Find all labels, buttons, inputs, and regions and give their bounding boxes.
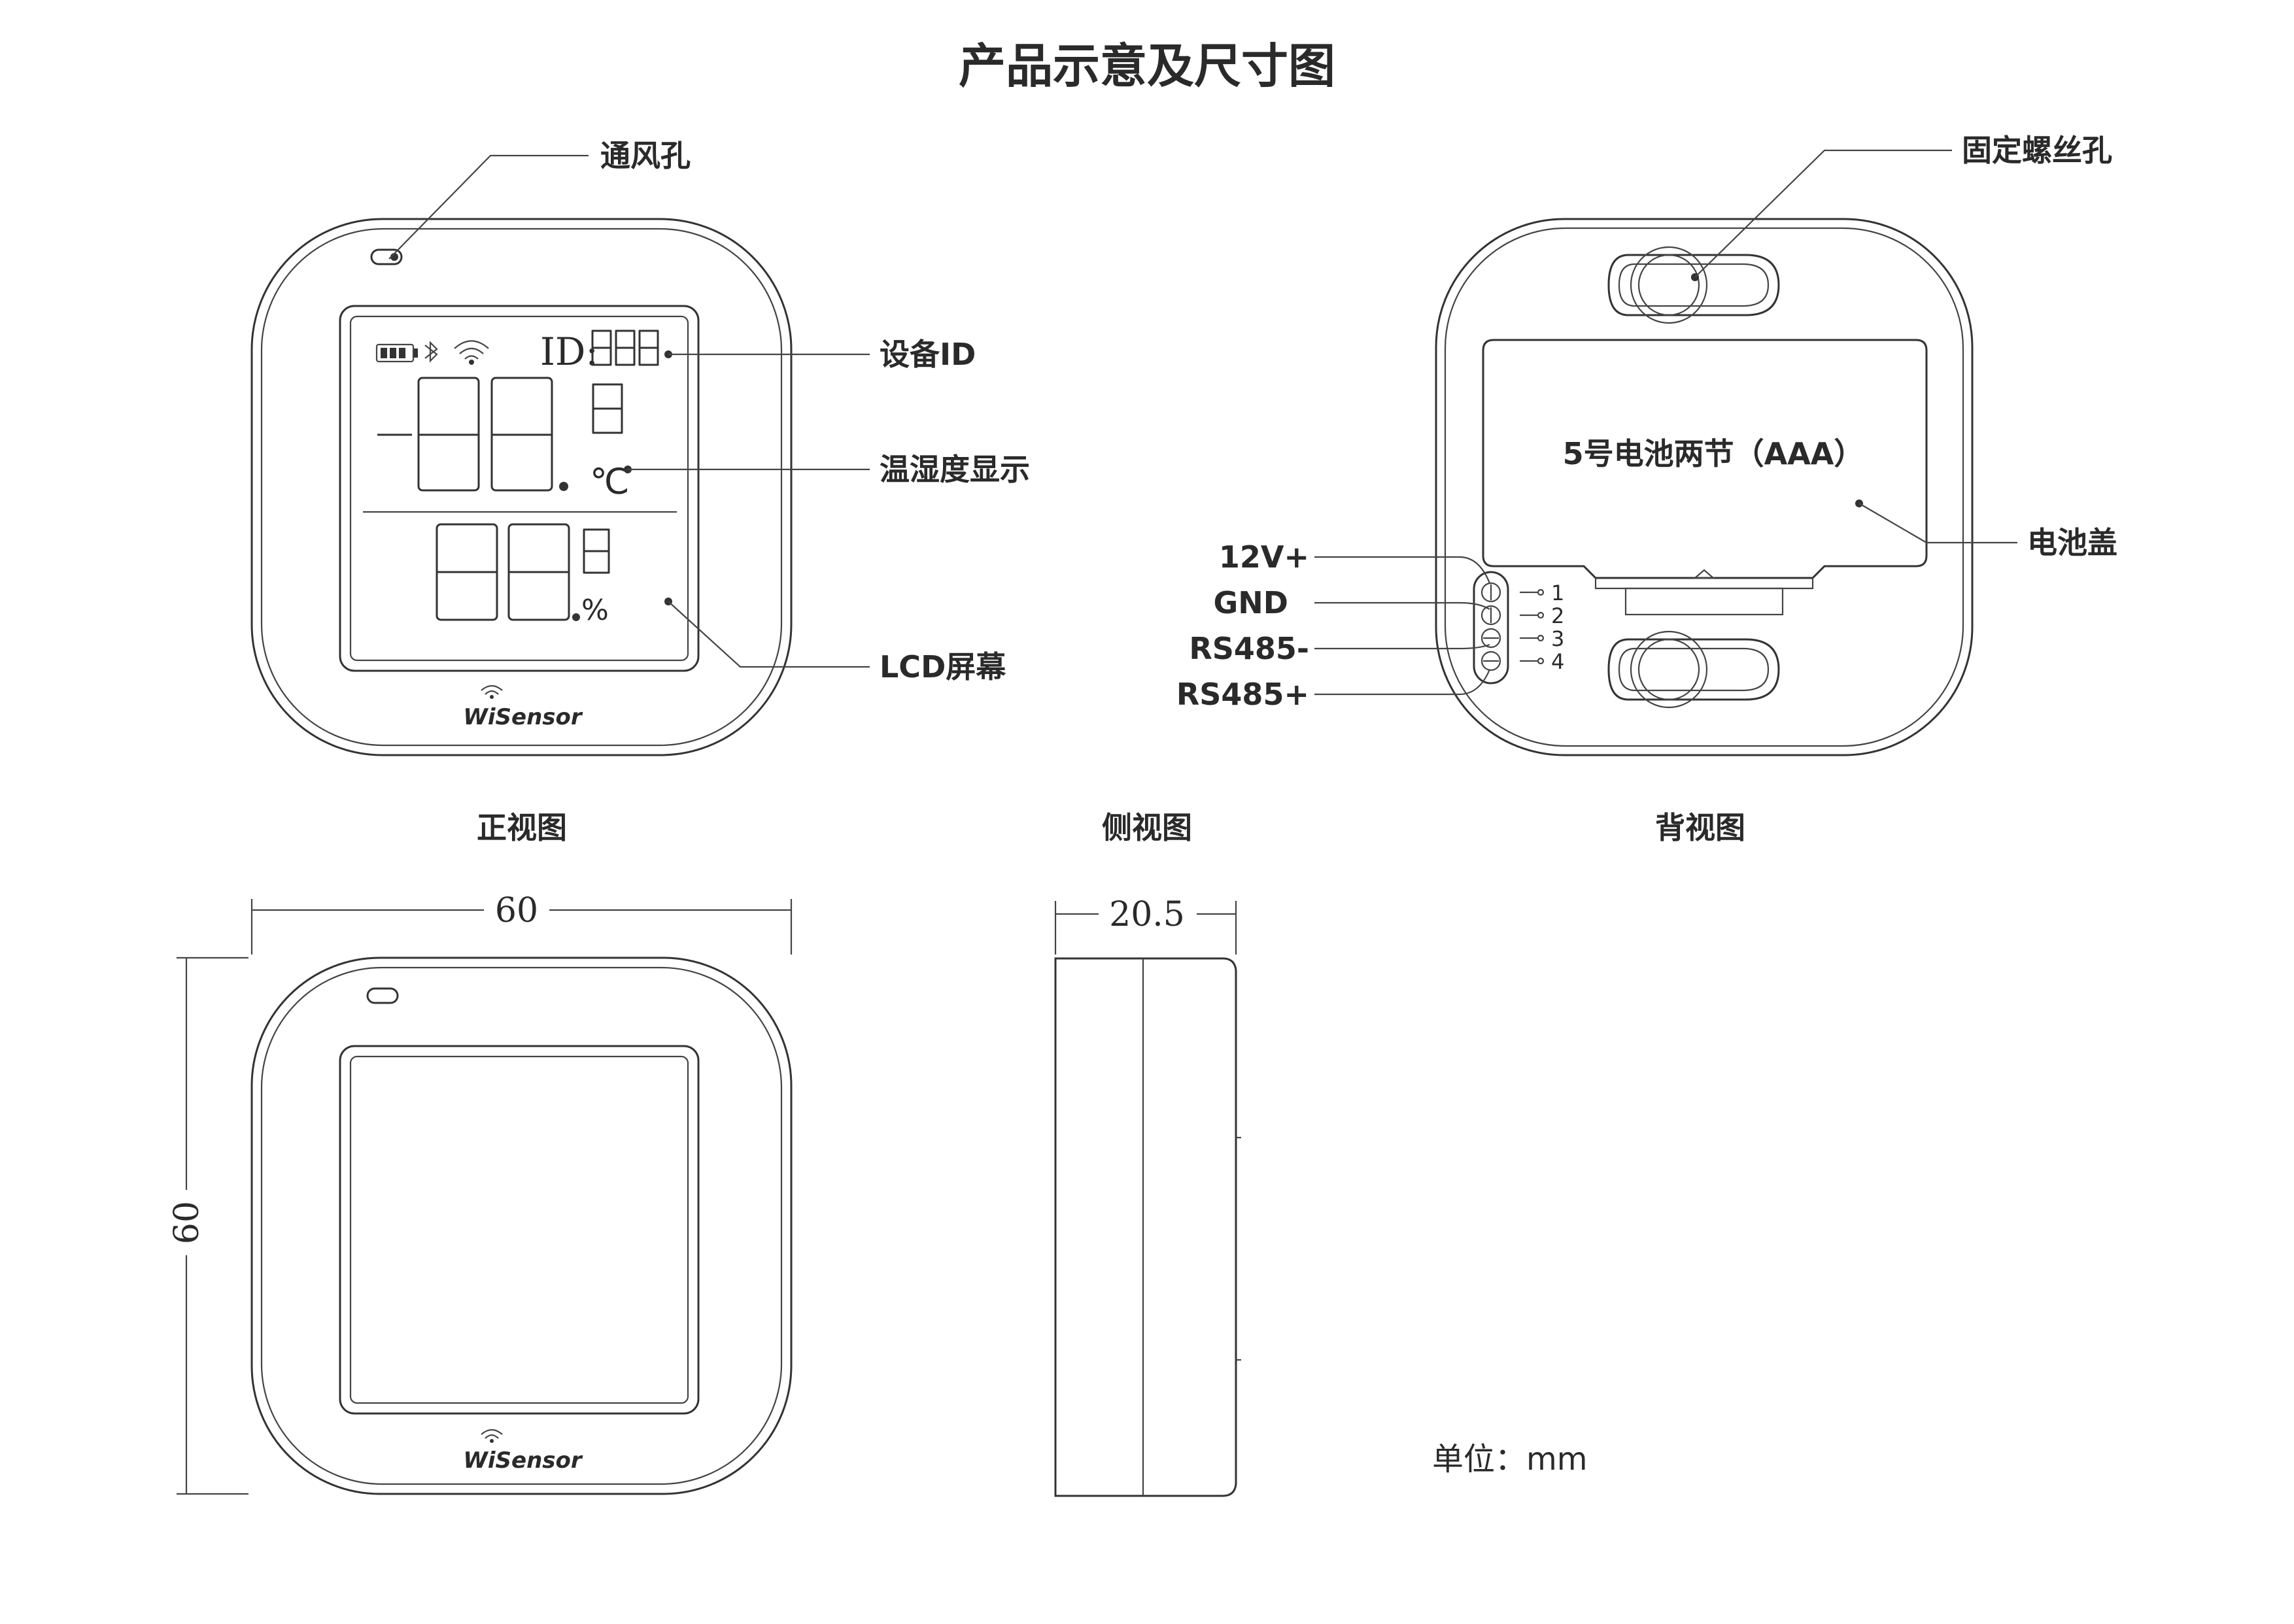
dim-depth-label: 20.5 [1109, 895, 1185, 934]
callout-screw-holes: 固定螺丝孔 [1962, 133, 2112, 168]
battery-cover-arrow [1693, 569, 1715, 579]
wifi-icon [454, 340, 489, 365]
dimensioned-front-view: WiSensor 60 60 [167, 891, 793, 1495]
callout-line-vent [388, 154, 589, 260]
pin-line-3 [1314, 643, 1490, 650]
dim-vent-hole [366, 987, 399, 1004]
callout-lcd: LCD屏幕 [880, 649, 1006, 685]
vent-hole [370, 248, 403, 265]
callout-line-cover [1858, 503, 2017, 544]
lcd-temp-digits [377, 377, 568, 492]
lcd-humidity-digits [436, 523, 580, 621]
pin-line-2 [1314, 601, 1490, 610]
lcd-humidity-unit: % [581, 594, 609, 627]
view-label-back: 背视图 [1655, 810, 1745, 845]
lcd-bezel [339, 305, 700, 672]
pin-number-2: 2 [1551, 603, 1564, 628]
wifi-logo-icon [481, 685, 503, 699]
lcd-id-digits [591, 330, 659, 366]
front-housing-inner [260, 228, 783, 747]
dim-width-label: 60 [495, 891, 538, 930]
battery-icon [375, 343, 418, 363]
view-label-side: 侧视图 [1102, 810, 1192, 845]
lcd-temp-decimal-digit [592, 383, 623, 434]
callout-line-lcd [668, 601, 870, 668]
terminal-screws [1481, 582, 1501, 671]
back-view: 5号电池两节（AAA） 电池盖 固定螺丝孔 1 2 3 4 12V+ GND [1176, 133, 2117, 756]
dim-lcd-bezel [339, 1045, 700, 1415]
side-housing [1054, 957, 1237, 1497]
front-housing-outer [250, 218, 793, 756]
pin-number-3: 3 [1551, 626, 1564, 651]
screw-hole-bottom [1607, 630, 1780, 709]
dim-lcd-screen [349, 1055, 689, 1404]
lcd-id-label: ID: [540, 330, 598, 374]
back-housing-outer [1435, 218, 1974, 756]
callout-battery-cover: 电池盖 [2027, 525, 2117, 560]
wifi-logo-icon [481, 1429, 503, 1443]
dim-height-label: 60 [167, 1201, 207, 1244]
pin-label-gnd: GND [1214, 585, 1288, 620]
dim-front-housing-inner [260, 966, 783, 1485]
callout-line-screw [1694, 149, 1952, 278]
battery-cover-lip [1594, 578, 1814, 590]
view-label-front: 正视图 [477, 810, 567, 845]
side-view: 20.5 [1054, 895, 1241, 1497]
brand-logo-dim: WiSensor [463, 1447, 583, 1474]
back-housing-inner [1444, 227, 1964, 747]
pin-label-12v: 12V+ [1219, 539, 1309, 575]
page-title: 产品示意及尺寸图 [959, 39, 1335, 93]
bluetooth-icon [424, 341, 438, 363]
unit-note: 单位：mm [1432, 1441, 1588, 1478]
lcd-humidity-decimal-digit [583, 528, 610, 574]
brand-logo-front: WiSensor [463, 704, 583, 730]
pin-number-1: 1 [1551, 581, 1564, 605]
pin-line-1 [1314, 556, 1491, 584]
battery-cover-tab [1624, 587, 1784, 616]
lcd-temp-unit: ℃ [590, 461, 630, 502]
lcd-screen [349, 315, 689, 662]
battery-text: 5号电池两节（AAA） [1563, 436, 1864, 471]
callout-vent: 通风孔 [600, 138, 691, 173]
pin-label-rs485-plus: RS485+ [1176, 677, 1309, 712]
pin-markers [1520, 588, 1545, 665]
front-view: ID: ℃ [250, 138, 1030, 756]
screw-hole-top [1607, 246, 1780, 324]
pin-label-rs485-minus: RS485- [1189, 631, 1309, 666]
pin-number-4: 4 [1551, 649, 1564, 674]
callout-temp-humidity: 温湿度显示 [880, 452, 1030, 487]
callout-device-id: 设备ID [880, 337, 976, 372]
terminal-block [1473, 571, 1509, 685]
dim-front-housing-outer [250, 956, 793, 1495]
pin-line-4 [1314, 669, 1491, 696]
